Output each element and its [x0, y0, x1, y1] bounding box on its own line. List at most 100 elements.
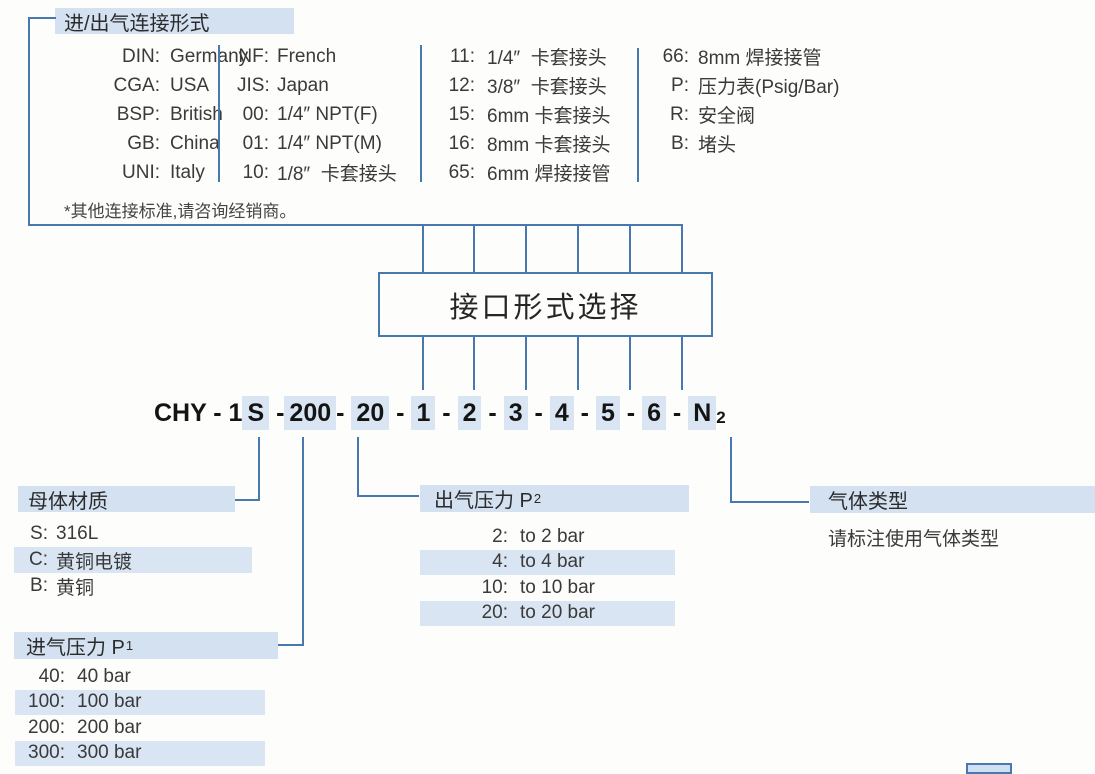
option-desc: 黄铜电镀 — [56, 551, 133, 573]
option-code: 2: — [492, 525, 508, 547]
option-row: S:316L — [14, 521, 252, 547]
option-row: 200:200 bar — [15, 715, 265, 741]
connection-column-1: DIN: Germany CGA:USA BSP: British GB: China… — [60, 42, 249, 187]
dropper-line-above-3 — [525, 224, 527, 273]
connection-desc: China — [170, 132, 220, 154]
code-segment-chip: 6 — [642, 396, 666, 430]
code-segment: - — [336, 399, 352, 427]
bracket-left-line — [28, 17, 30, 225]
connection-code: 01: — [242, 132, 269, 154]
connection-item: CGA:USA — [60, 71, 248, 100]
dropper-line-below-4 — [577, 336, 579, 390]
connection-desc: 堵头 — [698, 135, 737, 156]
code-segment-chip: 2 — [457, 396, 482, 430]
code-segment: - — [389, 399, 412, 427]
option-row: 20: to 20 bar — [420, 600, 675, 626]
option-desc: 黄铜 — [56, 577, 95, 599]
code-segment: - — [665, 399, 689, 427]
connection-code: 00: — [242, 103, 269, 125]
connection-desc: 6mm 焊接接管 — [487, 164, 611, 185]
connection-code: 15: — [448, 103, 475, 125]
bracket-corner-line — [28, 17, 56, 19]
option-row: 4: to 4 bar — [420, 549, 675, 575]
bracket-bottom-line — [28, 224, 683, 226]
option-desc: to 2 bar — [520, 525, 585, 547]
connection-code: GB: — [127, 132, 160, 154]
interface-selector-box: 接口形式选择 — [378, 272, 713, 337]
column-divider — [218, 45, 220, 182]
code-segment-chip: S — [242, 396, 270, 430]
connection-code: BSP: — [116, 103, 160, 125]
connection-form-title: 进/出气连接形式 — [55, 8, 294, 35]
dropper-line-below-1 — [422, 336, 424, 390]
dropper-line-above-4 — [577, 224, 579, 273]
dropper-line-below-6 — [681, 336, 683, 390]
outlet-pressure-list: 2: to 2 bar 4: to 4 bar 10:to 10 bar 20: to… — [420, 524, 675, 626]
connection-column-3: 11:1/4″ 卡套接头 12:3/8″ 卡套接头 15:6mm 卡套接头 16… — [443, 42, 611, 187]
connection-desc: 安全阀 — [698, 106, 756, 127]
option-code: B: — [30, 575, 48, 596]
connection-code: UNI: — [122, 161, 160, 183]
option-code: 100: — [28, 691, 65, 713]
code-segment: - — [481, 399, 504, 427]
connection-code: DIN: — [122, 45, 160, 67]
connection-code: 11: — [449, 45, 475, 67]
option-row: 100: 100 bar — [15, 689, 265, 715]
connection-item: DIN: Germany — [60, 42, 248, 71]
connection-code: P: — [671, 74, 689, 96]
connection-desc: 1/4″ NPT(M) — [277, 132, 382, 154]
dropper-line-above-5 — [629, 224, 631, 273]
option-desc: 40 bar — [77, 665, 131, 687]
option-desc: to 20 bar — [520, 602, 595, 624]
option-desc: 316L — [56, 523, 99, 544]
body-material-list: S:316L C:黄铜电镀 B:黄铜 — [14, 521, 252, 599]
connection-item: 15:6mm 卡套接头 — [443, 100, 611, 129]
option-desc: to 4 bar — [520, 551, 585, 573]
connection-code: 10: — [242, 161, 269, 183]
connection-item: UNI:Italy — [60, 158, 248, 187]
dropper-line-below-2 — [473, 336, 475, 390]
code-segment-chip: N — [688, 396, 717, 430]
page-nav-button[interactable] — [966, 763, 1012, 774]
connection-code: R: — [670, 103, 689, 125]
body-material-title: 母体材质 — [18, 486, 235, 513]
connector-inlet-pressure-v — [302, 437, 304, 646]
connection-item: NF:French — [237, 42, 397, 71]
option-code: 4: — [492, 551, 508, 573]
gas-type-note: 请标注使用气体类型 — [828, 529, 1000, 550]
dropper-line-above-1 — [422, 224, 424, 273]
connection-desc: Germany — [170, 45, 249, 67]
connection-code: 12: — [448, 74, 475, 96]
connection-column-4: 66:8mm 焊接接管 P:压力表(Psig/Bar) R:安全阀 B:堵头 — [655, 42, 840, 158]
connection-desc: 1/4″ NPT(F) — [277, 103, 378, 125]
connector-body-material-v — [258, 437, 260, 501]
connection-code: CGA: — [113, 74, 160, 96]
connection-desc: British — [170, 103, 223, 125]
code-segment: - — [573, 399, 596, 427]
connection-item: B:堵头 — [655, 129, 839, 158]
connection-item: 01: 1/4″ NPT(M) — [237, 129, 397, 158]
inlet-pressure-subscript: 1 — [125, 638, 134, 653]
connection-item: JIS:Japan — [237, 71, 397, 100]
code-segment: - — [435, 399, 458, 427]
option-code: 20: — [481, 602, 508, 624]
dropper-line-below-3 — [525, 336, 527, 390]
connector-outlet-pressure-h — [357, 495, 419, 497]
option-desc: 100 bar — [77, 691, 142, 713]
connection-column-2: NF:French JIS:Japan 00: 1/4″ NPT(F) 01: 1/… — [237, 42, 397, 187]
inlet-pressure-list: 40:40 bar 100:100 bar 200:200 bar 300:30… — [15, 664, 265, 766]
connection-item: 00: 1/4″ NPT(F) — [237, 100, 397, 129]
option-row: 2: to 2 bar — [420, 524, 675, 550]
option-row: 300:300 bar — [15, 740, 265, 766]
connection-item: BSP: British — [60, 100, 248, 129]
code-segment-chip: 1 — [411, 396, 436, 430]
connector-gas-type-h — [730, 501, 809, 503]
code-segment: - — [269, 399, 285, 427]
option-row: 10:to 10 bar — [420, 575, 675, 601]
option-desc: to 10 bar — [520, 576, 595, 598]
dropper-line-below-5 — [629, 336, 631, 390]
connection-item: 65:6mm 焊接接管 — [443, 158, 611, 187]
